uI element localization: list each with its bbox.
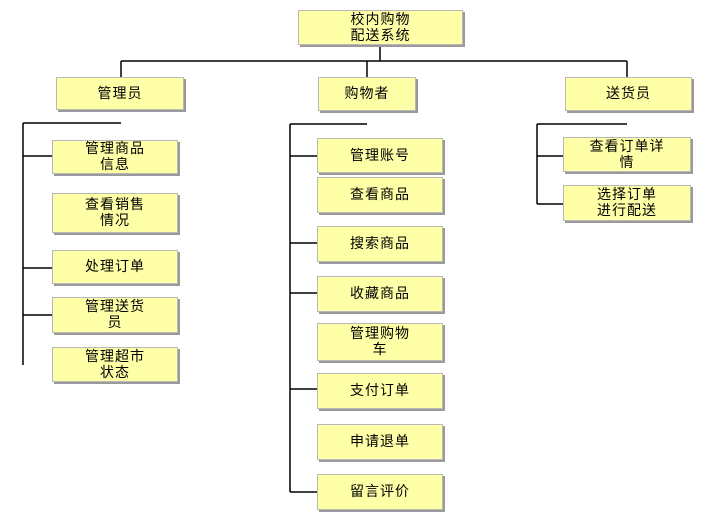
admin-child-process-orders: 处理订单 bbox=[52, 250, 178, 284]
admin-child-manage-store-status: 管理超市 状态 bbox=[52, 347, 178, 382]
root-node: 校内购物 配送系统 bbox=[298, 10, 463, 45]
shopper-node: 购物者 bbox=[318, 77, 416, 111]
shopper-child-manage-cart: 管理购物 车 bbox=[317, 323, 443, 361]
courier-child-select-order-deliver: 选择订单 进行配送 bbox=[563, 185, 691, 221]
shopper-child-favorite-products: 收藏商品 bbox=[317, 276, 443, 312]
courier-child-view-order-details: 查看订单详 情 bbox=[563, 137, 691, 172]
shopper-child-leave-review: 留言评价 bbox=[317, 474, 443, 510]
admin-child-manage-couriers: 管理送货 员 bbox=[52, 297, 178, 333]
courier-node: 送货员 bbox=[565, 77, 692, 111]
admin-node: 管理员 bbox=[56, 77, 184, 110]
shopper-child-view-products: 查看商品 bbox=[317, 177, 443, 213]
admin-child-manage-products: 管理商品 信息 bbox=[52, 140, 178, 174]
admin-child-view-sales: 查看销售 情况 bbox=[52, 193, 178, 233]
shopper-child-search-products: 搜索商品 bbox=[317, 226, 443, 262]
shopper-child-request-refund: 申请退单 bbox=[317, 424, 443, 460]
shopper-child-manage-account: 管理账号 bbox=[317, 138, 443, 173]
shopper-child-pay-order: 支付订单 bbox=[317, 373, 443, 409]
